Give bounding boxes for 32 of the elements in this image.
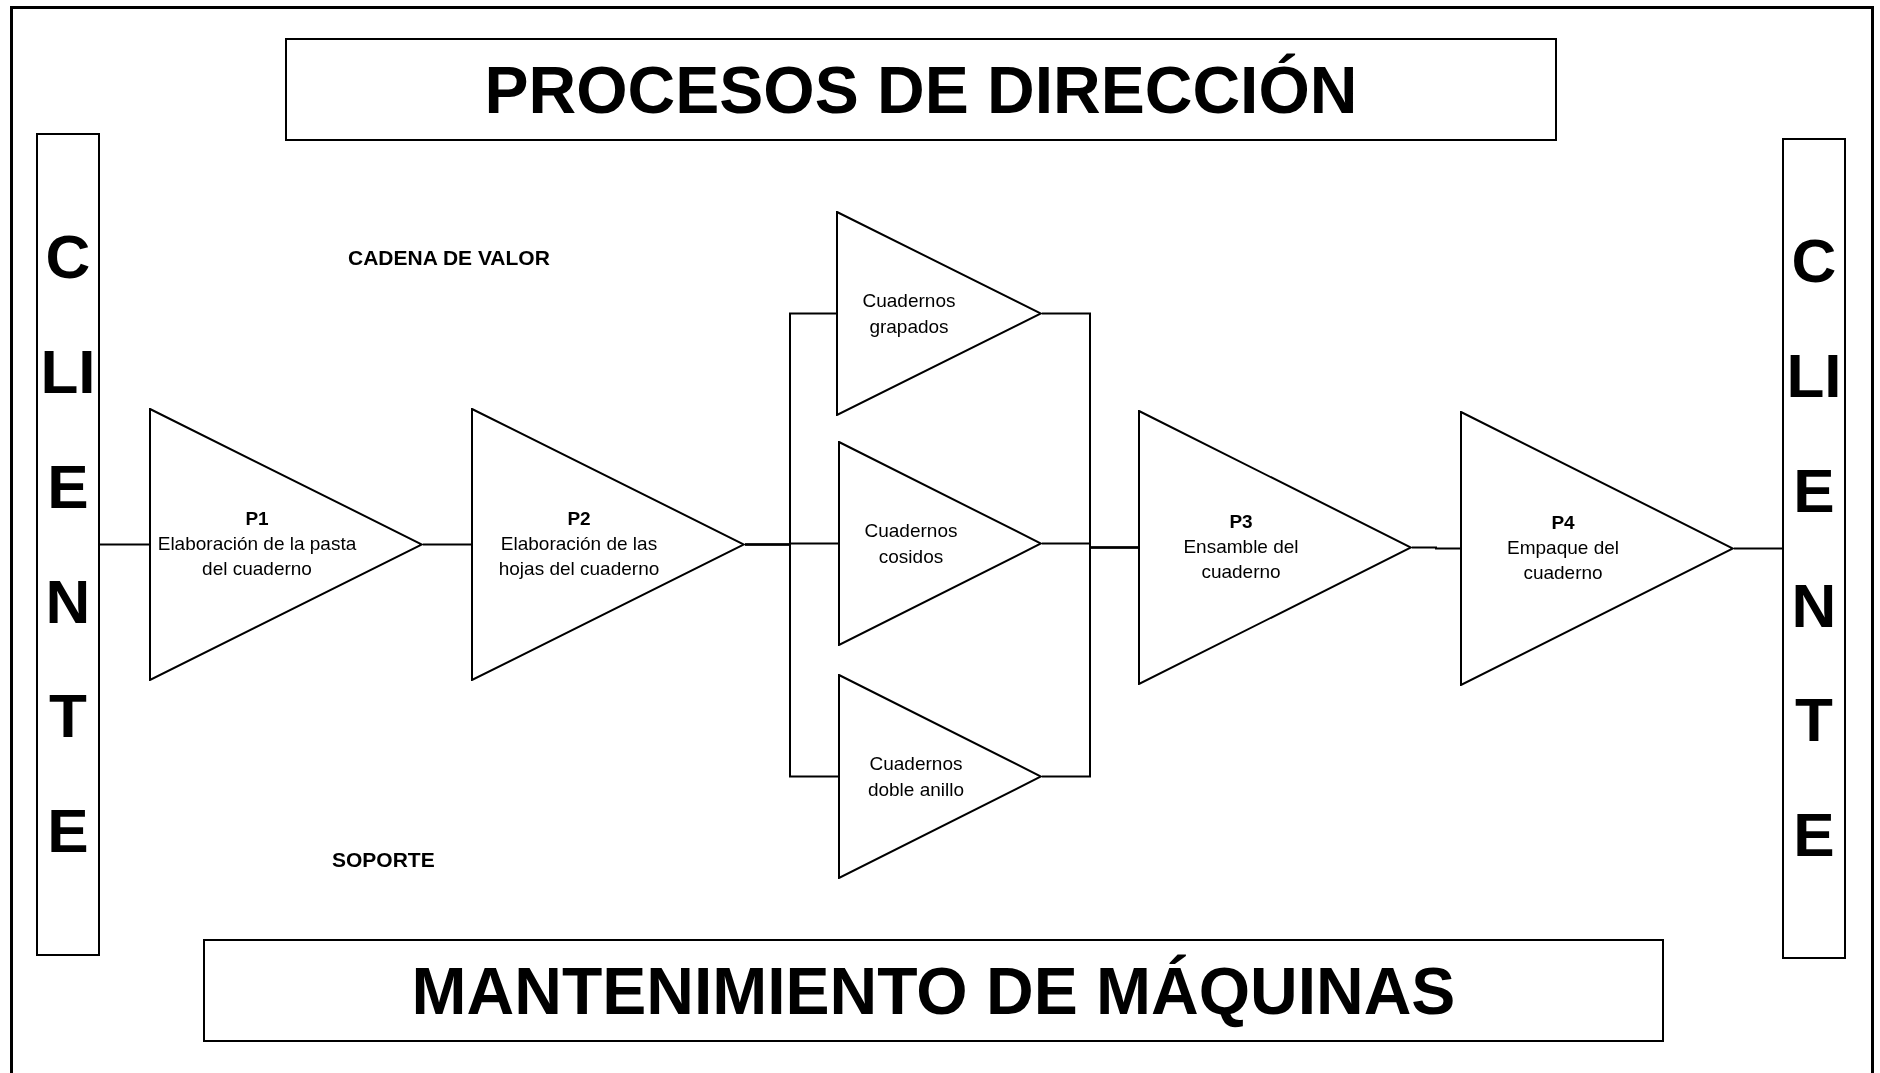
- process-label: Elaboración de la pasta del cuaderno: [157, 531, 357, 582]
- connector-line: [1041, 546, 1139, 778]
- title-box: [203, 939, 1664, 1042]
- section-label: SOPORTE: [332, 847, 435, 873]
- process-code: P2: [567, 507, 591, 531]
- connector-line: [744, 543, 839, 778]
- process-triangle: [149, 408, 423, 681]
- process-triangle: [838, 441, 1042, 646]
- title-box: [285, 38, 1557, 141]
- process-triangle: [1460, 411, 1734, 686]
- process-triangle: [471, 408, 745, 681]
- vertical-text: CLIENTE: [1785, 225, 1843, 871]
- process-triangle: [1138, 410, 1412, 685]
- connector-line: [1411, 546, 1461, 550]
- process-triangle: [836, 211, 1042, 416]
- process-label: Elaboración de las hojas del cuaderno: [497, 531, 661, 582]
- process-label: Cuadernos cosidos: [863, 518, 959, 569]
- process-code: P3: [1229, 510, 1253, 534]
- connector-line: [422, 543, 472, 546]
- client-bar: [1782, 138, 1846, 959]
- section-label: CADENA DE VALOR: [348, 245, 550, 271]
- client-bar: [36, 133, 100, 956]
- process-label: Ensamble del cuaderno: [1182, 534, 1300, 585]
- process-code: P4: [1551, 511, 1575, 535]
- process-code: P1: [245, 507, 269, 531]
- process-label: Cuadernos grapados: [861, 288, 957, 339]
- connector-line: [99, 543, 150, 546]
- process-label: Empaque del cuaderno: [1506, 535, 1620, 586]
- process-label: Cuadernos doble anillo: [866, 751, 966, 802]
- process-triangle: [838, 674, 1042, 879]
- vertical-text: CLIENTE: [39, 221, 97, 867]
- connector-line: [1733, 547, 1783, 550]
